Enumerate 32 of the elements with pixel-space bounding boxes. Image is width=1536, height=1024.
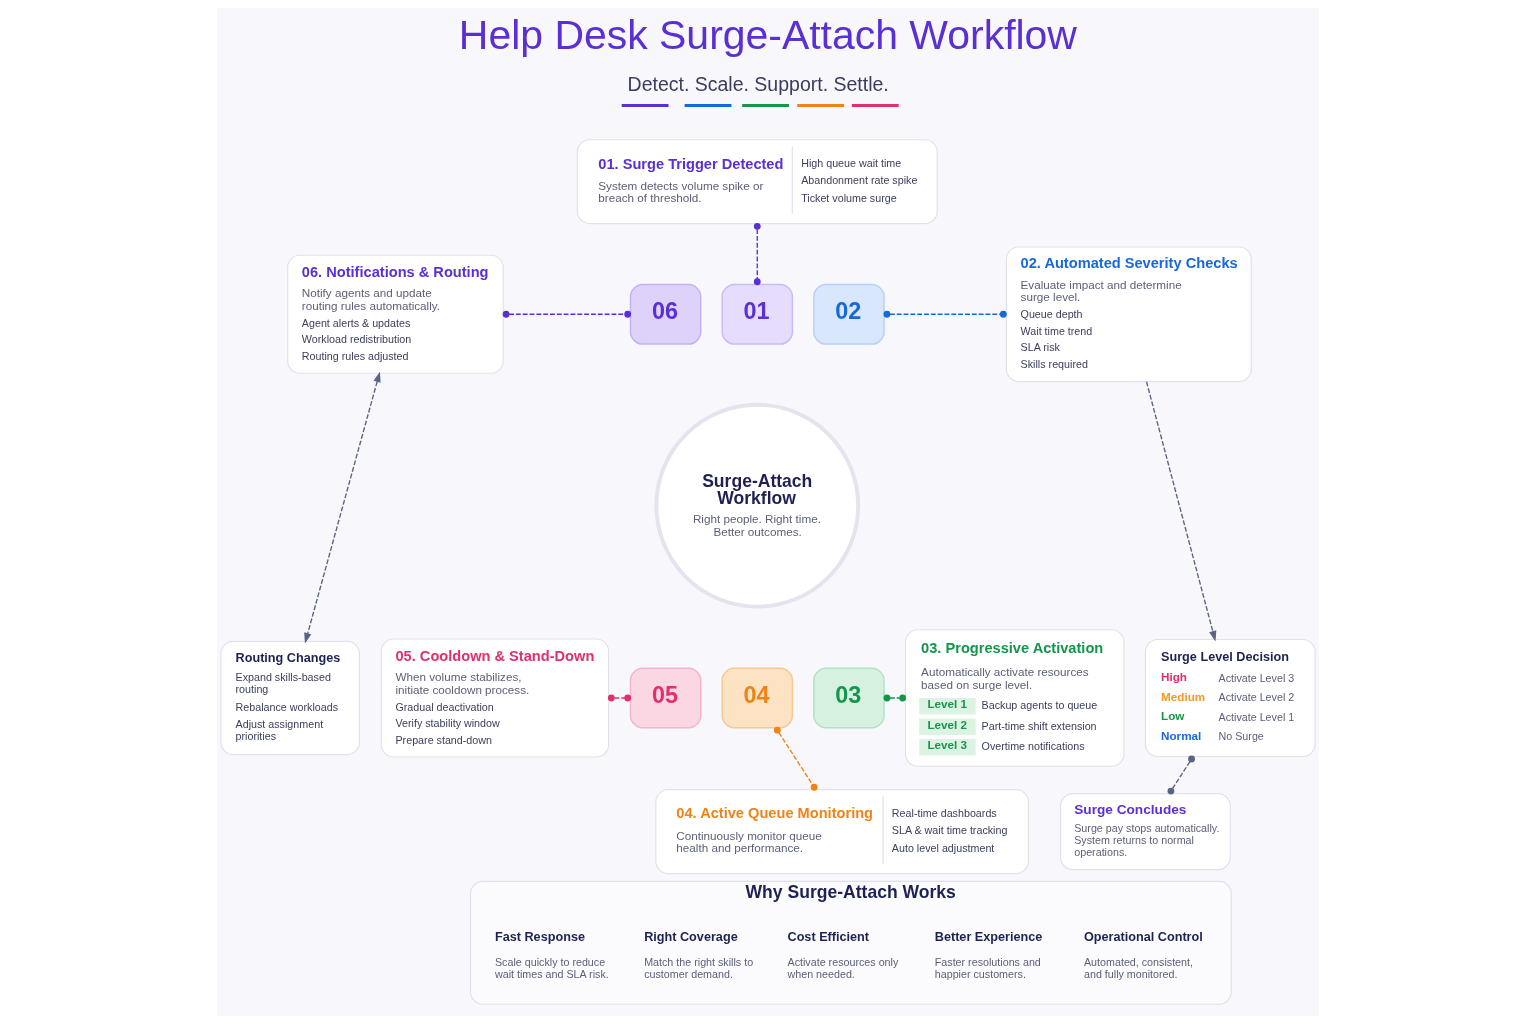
node-text: Right Coverage Match the right skills to customer demand. [644, 930, 754, 980]
node-circle: Surge-Attach Workflow Right people. Right time. Better outcomes. [654, 402, 861, 609]
node-box: 02 [813, 283, 885, 345]
node-box: 01 [721, 283, 794, 345]
connector [1167, 755, 1195, 795]
connector [753, 222, 761, 286]
node-box: 05. Cooldown & Stand-Down When volume stabilizes, initiate cooldown process. Gradual deactivation Verify stability window Prepare stand-down [380, 638, 610, 758]
node-box: 03 [813, 667, 885, 729]
arrow [1145, 381, 1217, 642]
node-box: 02. Automated Severity Checks Evaluate impact and determine surge level. Queue depth Wait time trend SLA risk Skills required [1005, 246, 1252, 383]
node-box: Surge Concludes Surge pay stops automatically. System returns to normal operations. [1060, 793, 1231, 871]
node-box: 06. Notifications & Routing Notify agents and update routing rules automatically. Agent alerts & updates Workload redistribution Routing rules adjusted [287, 254, 504, 374]
node-box: 05 [629, 667, 702, 729]
node-box: Routing Changes Expand skills-based routing Rebalance workloads Adjust assignment priorities [220, 640, 360, 756]
arrow [304, 371, 381, 644]
node-text: Operational Control Automated, consistent, and fully monitored. [1083, 930, 1203, 980]
connector [773, 726, 818, 791]
node-text: Better Experience Faster resolutions and happier customers. [934, 930, 1043, 980]
node-text: Cost Efficient Activate resources only when needed. [787, 930, 899, 980]
connector [607, 694, 632, 702]
connector [883, 310, 1007, 318]
connector [502, 310, 632, 318]
label: Detect. Scale. Support. Settle. [627, 73, 889, 96]
connector [883, 694, 907, 702]
node-box: 04 [721, 667, 794, 729]
node-box: 01. Surge Trigger Detected System detects volume spike or breach of threshold. High queue wait time Abandonment rate spike Ticket volume surge [576, 139, 938, 225]
node-box: 06 [629, 283, 702, 345]
node-box: 04. Active Queue Monitoring Continuously monitor queue health and performance. Real-time dashboards SLA & wait time tracking Auto level adjustment [655, 789, 1029, 875]
node-box: 03. Progressive Activation Automatically activate resources based on surge level. Level 1 Backup agents to queue Level 2 Part-time shift extension Level 3 Overtime notifications [904, 629, 1125, 767]
node-box: Surge Level Decision High Activate Level 3 Medium Activate Level 2 Low Activate Level 1 Normal No Surge [1144, 638, 1316, 758]
diagram-title: Help Desk Surge-Attach Workflow [458, 11, 1077, 58]
node-text: Fast Response Scale quickly to reduce wait times and SLA risk. [494, 930, 609, 980]
